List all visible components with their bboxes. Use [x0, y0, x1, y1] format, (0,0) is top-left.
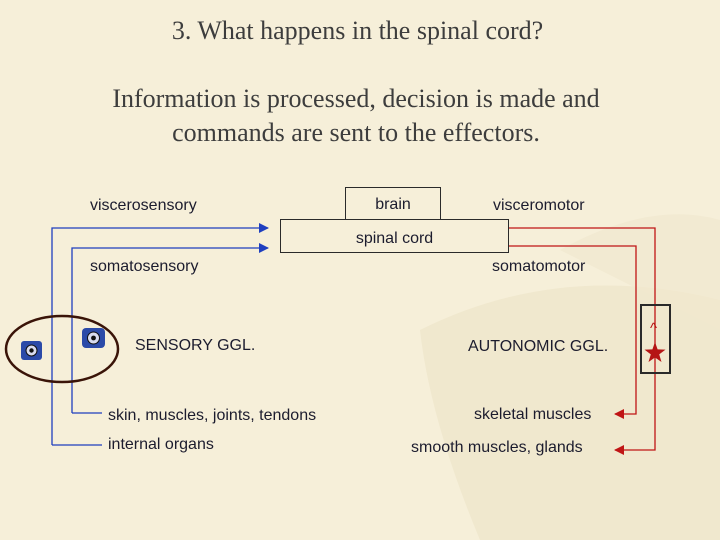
page-title: 3. What happens in the spinal cord? [171, 16, 544, 45]
somatosensory-neuron-icon [82, 328, 105, 348]
subtitle-line-1: Information is processed, decision is ma… [112, 84, 600, 113]
subtitle-line-2: commands are sent to the effectors. [172, 118, 540, 147]
visceromotor-pathway [508, 227, 656, 455]
autonomic-ganglion-box [640, 304, 671, 374]
skeletal-muscles-label: skeletal muscles [474, 406, 592, 423]
somatosensory-label: somatosensory [90, 258, 199, 275]
somatosensory-pathway [71, 243, 269, 413]
autonomic-ganglion-label: AUTONOMIC GGL. [468, 338, 609, 355]
skin-label: skin, muscles, joints, tendons [108, 407, 317, 424]
internal-organs-label: internal organs [108, 436, 214, 453]
brain-box: brain [345, 187, 441, 219]
sensory-ganglion-label: SENSORY GGL. [135, 337, 256, 354]
spinal-cord-box: spinal cord [280, 219, 509, 253]
viscerosensory-pathway [51, 223, 269, 445]
somatomotor-label: somatomotor [492, 258, 586, 275]
visceromotor-label: visceromotor [493, 197, 585, 214]
sensory-ganglion-ellipse [4, 314, 120, 384]
smooth-muscles-label: smooth muscles, glands [411, 439, 583, 456]
star-icon [644, 342, 666, 362]
viscerosensory-label: viscerosensory [90, 197, 197, 214]
viscerosensory-neuron-icon [21, 341, 42, 360]
somatomotor-pathway [508, 245, 637, 419]
ganglion-caret: ^ [650, 320, 658, 337]
